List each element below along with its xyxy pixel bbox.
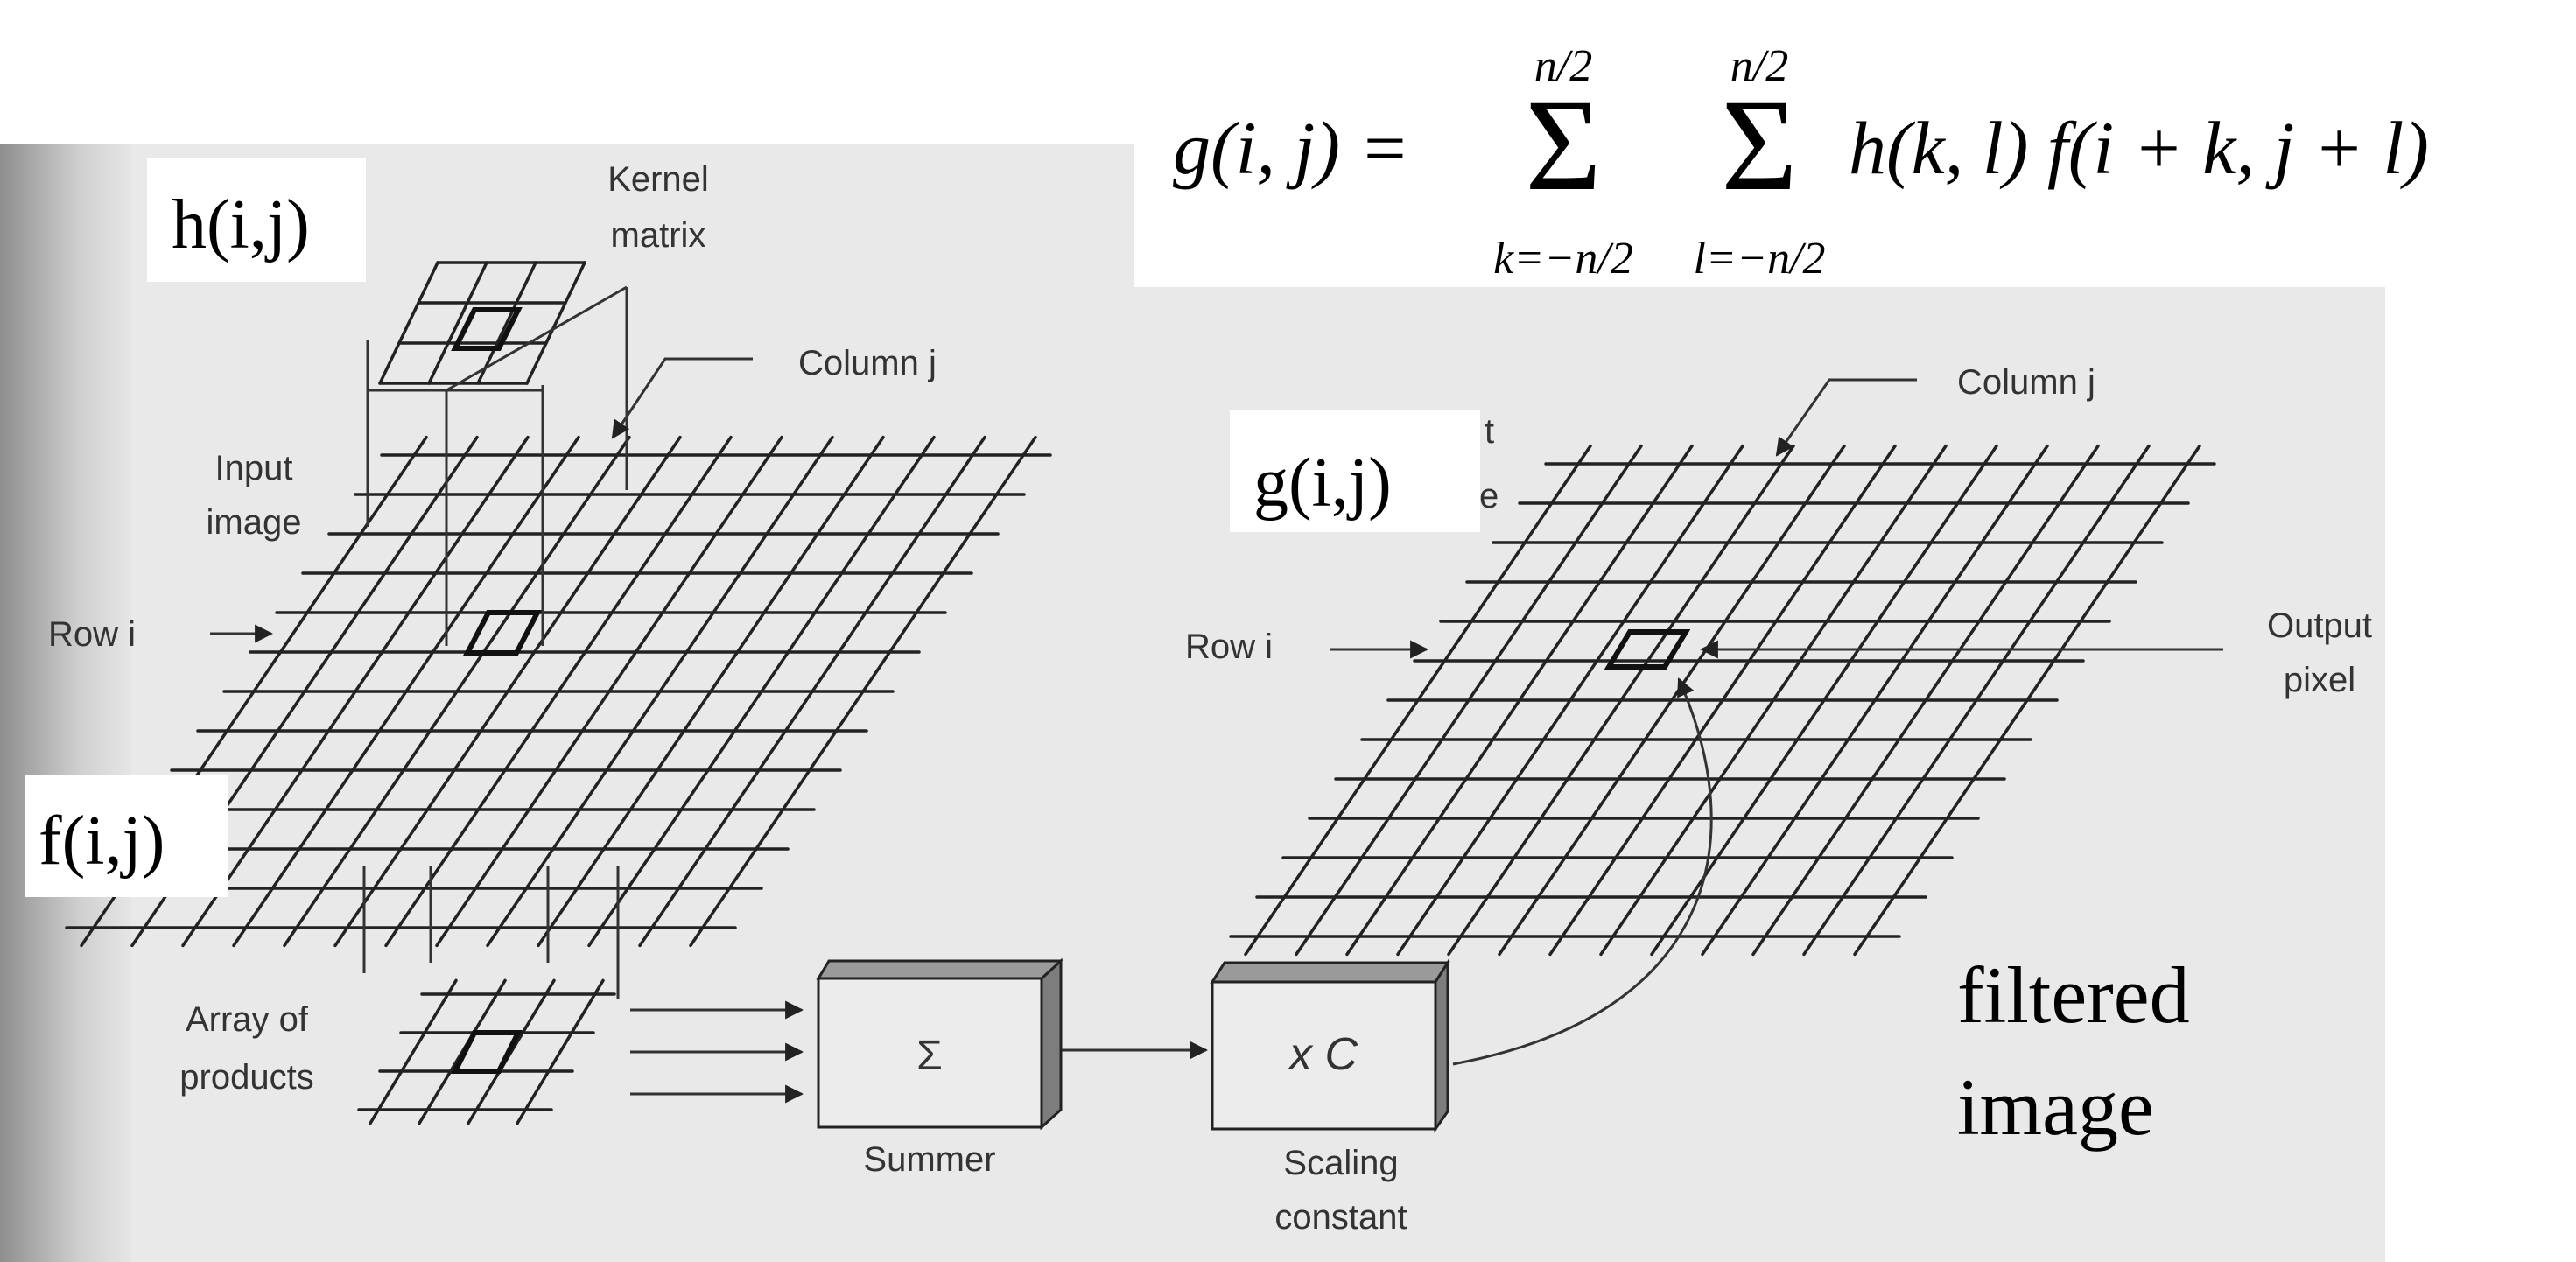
grid-column-line [537, 435, 885, 948]
summer-symbol: Σ [916, 1033, 943, 1079]
grid-column-line [689, 435, 1037, 948]
scaler-symbol: x C [1287, 1029, 1358, 1080]
left-row-label: Row i [48, 615, 136, 654]
output-pixel-label-1: Output [2267, 606, 2372, 645]
output-overlay-label: g(i,j) [1230, 410, 1480, 532]
right-column-label: Column j [1957, 363, 2095, 402]
kernel-overlay-label: h(i,j) [147, 158, 366, 282]
kernel-matrix-label-2: matrix [611, 216, 706, 255]
scaling-block [1210, 957, 1450, 1133]
equation-rhs: h(k, l) f(i + k, j + l) [1849, 106, 2429, 190]
input-image-label-1: Input [215, 449, 293, 487]
output-pixel-label-2: pixel [2284, 661, 2355, 699]
equation-sigma-1: Σ [1525, 73, 1601, 218]
kernel-matrix [378, 261, 586, 385]
input-center-cell [463, 610, 542, 656]
svg-text:g(i,j): g(i,j) [1253, 445, 1392, 522]
output-image-fragment-2: e [1479, 477, 1499, 515]
convolution-equation: g(i, j) = n/2 Σ k=−n/2 n/2 Σ l=−n/2 h(k,… [1134, 0, 2576, 287]
grid-column-line [1396, 444, 1744, 957]
output-image-grid [1229, 444, 2216, 957]
array-of-products-grid [357, 978, 616, 1125]
grid-column-line [638, 435, 986, 948]
grid-column-line [369, 978, 458, 1125]
grid-column-line [1295, 444, 1643, 957]
equation-sum2-top: n/2 [1730, 41, 1788, 91]
grid-column-line [1447, 444, 1795, 957]
equation-sum1-top: n/2 [1534, 41, 1592, 91]
grid-column-line [486, 435, 834, 948]
grid-column-line [1701, 444, 2049, 957]
equation-sum1-bottom: k=−n/2 [1493, 234, 1633, 284]
grid-column-line [283, 435, 631, 948]
product-center-cell [451, 1030, 523, 1074]
grid-column-line [587, 435, 936, 948]
grid-column-line [1853, 444, 2201, 957]
svg-text:f(i,j): f(i,j) [39, 803, 165, 880]
arrows [210, 357, 2223, 1104]
output-pixel-cell [1604, 629, 1691, 670]
grid-column-line [1548, 444, 1897, 957]
filtered-label-2: image [1957, 1062, 2154, 1152]
right-row-label: Row i [1185, 627, 1273, 666]
grid-column-line [384, 435, 733, 948]
grid-column-line [427, 261, 488, 385]
array-of-products-label-1: Array of [186, 1000, 309, 1039]
grid-column-line [181, 435, 530, 948]
grid-column-line [1751, 444, 2100, 957]
grid-column-line [232, 435, 580, 948]
grid-column-line [1345, 444, 1694, 957]
equation-sigma-2: Σ [1721, 73, 1797, 218]
grid-column-line [435, 435, 783, 948]
grid-column-line [1599, 444, 1948, 957]
grid-column-line [1244, 444, 1592, 957]
svg-text:h(i,j): h(i,j) [172, 186, 310, 263]
grid-column-line [1802, 444, 2151, 957]
grid-column-line [1498, 444, 1846, 957]
array-of-products-label-2: products [179, 1058, 313, 1097]
equation-sum2-bottom: l=−n/2 [1693, 234, 1825, 284]
left-column-label: Column j [798, 344, 937, 382]
grid-column-line [525, 261, 586, 385]
grid-column-line [476, 261, 537, 385]
summer-block [816, 957, 1063, 1131]
equation-lhs: g(i, j) = [1173, 106, 1410, 190]
kernel-matrix-label-1: Kernel [607, 160, 709, 199]
grid-column-line [1650, 444, 1998, 957]
summer-label: Summer [863, 1140, 995, 1179]
products-projection-box [362, 866, 620, 999]
scaling-label-1: Scaling [1283, 1144, 1398, 1182]
grid-column-line [378, 261, 439, 385]
filtered-label-1: filtered [1957, 950, 2190, 1040]
input-image-label-2: image [207, 503, 302, 542]
grid-column-line [333, 435, 682, 948]
grid-column-line [516, 978, 605, 1125]
output-image-fragment-1: t [1485, 412, 1494, 451]
input-overlay-label: f(i,j) [25, 775, 228, 897]
kernel-center-cell [451, 307, 523, 351]
scaling-label-2: constant [1274, 1198, 1407, 1237]
kernel-projection-box [366, 285, 628, 646]
